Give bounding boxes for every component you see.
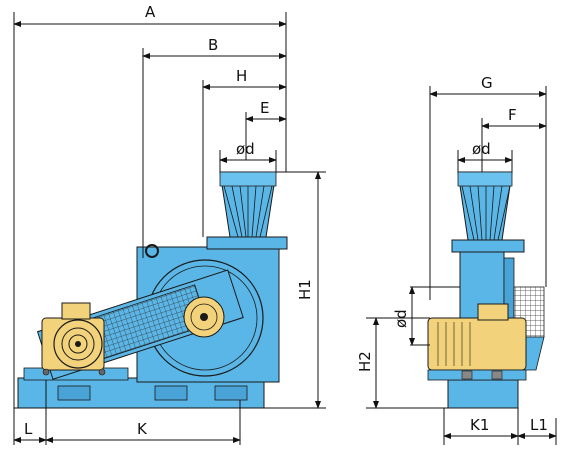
lifting-eye — [145, 244, 159, 258]
dim-label-d-front-side: ød — [392, 309, 410, 328]
dim-label-E: E — [260, 99, 269, 117]
dim-label-H2: H2 — [356, 351, 374, 372]
dim-label-F: F — [508, 106, 517, 124]
side-view: A B H E ød H1 L K — [13, 3, 326, 445]
dim-label-K1: K1 — [470, 416, 489, 434]
front-base — [447, 379, 519, 409]
dim-label-L: L — [24, 420, 33, 438]
dim-label-d-side: ød — [236, 140, 255, 158]
dim-label-H1: H1 — [296, 279, 314, 300]
front-view: G F ød ød H2 K1 L1 — [356, 74, 557, 445]
dim-label-G: G — [481, 74, 493, 92]
front-motor — [427, 317, 527, 371]
dim-label-L1: L1 — [530, 416, 548, 434]
dim-label-B: B — [208, 36, 218, 54]
outlet-flange — [206, 236, 288, 250]
dim-label-H: H — [236, 67, 247, 85]
dim-label-A: A — [145, 3, 156, 21]
dim-label-d-front-top: ød — [472, 140, 491, 158]
dim-label-K: K — [137, 420, 148, 438]
